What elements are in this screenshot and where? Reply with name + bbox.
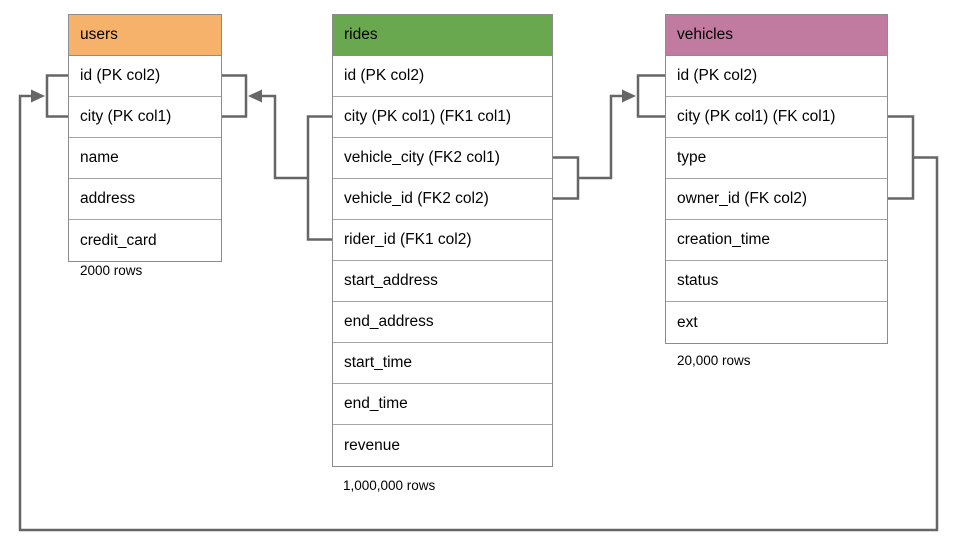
table-row: rider_id (FK1 col2) [333,220,552,261]
table-row: type [666,138,887,179]
table-row: ext [666,302,887,343]
table-row: owner_id (FK col2) [666,179,887,220]
table-row: revenue [333,425,552,466]
users-pk-bracket-left [45,74,68,118]
table-header-rides: rides [333,15,552,56]
rides-fk1-bracket [306,115,332,241]
vehicles-fk-bracket-right [888,115,915,200]
table-rides: rides id (PK col2) city (PK col1) (FK1 c… [332,14,553,467]
row-count-users: 2000 rows [80,263,143,278]
vehicles-pk-bracket-left [636,74,665,118]
table-row: id (PK col2) [69,56,221,97]
rides-fk2-bracket [553,156,580,200]
table-row: city (PK col1) (FK1 col1) [333,97,552,138]
row-count-vehicles: 20,000 rows [677,353,751,368]
table-row: id (PK col2) [666,56,887,97]
fk2-rides-to-vehicles-connector [578,94,622,180]
table-row: vehicle_id (FK2 col2) [333,179,552,220]
fk1-arrowhead [248,89,262,103]
table-users: users id (PK col2) city (PK col1) name a… [68,14,222,262]
table-row: city (PK col1) [69,97,221,138]
table-row: start_address [333,261,552,302]
table-row: end_address [333,302,552,343]
table-row: end_time [333,384,552,425]
table-row: name [69,138,221,179]
table-header-vehicles: vehicles [666,15,887,56]
table-row: vehicle_city (FK2 col1) [333,138,552,179]
table-row: credit_card [69,220,221,261]
table-row: creation_time [666,220,887,261]
fk-vehicles-users-arrowhead [31,89,45,103]
table-row: id (PK col2) [333,56,552,97]
fk1-rides-to-users-connector [262,94,308,180]
users-pk-bracket-right [222,74,248,118]
table-row: city (PK col1) (FK col1) [666,97,887,138]
table-header-users: users [69,15,221,56]
table-row: address [69,179,221,220]
fk2-arrowhead [622,89,636,103]
table-row: status [666,261,887,302]
table-row: start_time [333,343,552,384]
table-vehicles: vehicles id (PK col2) city (PK col1) (FK… [665,14,888,344]
row-count-rides: 1,000,000 rows [343,478,436,493]
